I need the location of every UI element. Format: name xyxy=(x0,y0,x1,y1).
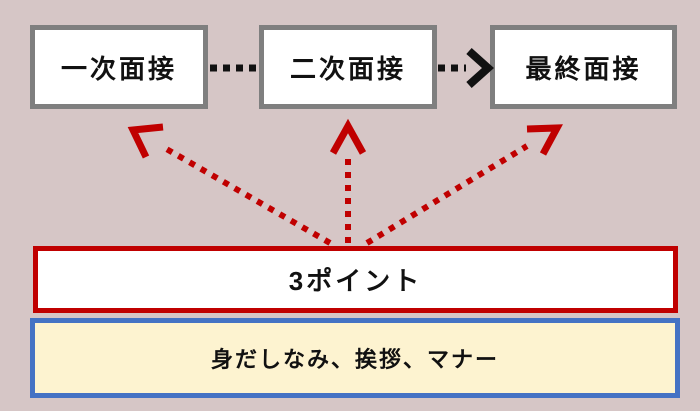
red-arrow-up-left-icon xyxy=(127,123,164,159)
step-label-second-interview: 二次面接 xyxy=(289,53,406,84)
details-box-label: 身だしなみ、挨拶、マナー xyxy=(210,347,499,372)
step-label-first-interview: 一次面接 xyxy=(60,53,177,84)
red-dotted-arrow-right-line xyxy=(365,143,529,246)
step-label-final-interview: 最終面接 xyxy=(525,53,642,84)
step-box-final-interview: 最終面接 xyxy=(490,25,677,109)
points-box: 3ポイント xyxy=(33,246,678,313)
red-dotted-arrow-left-line xyxy=(161,144,332,246)
details-box: 身だしなみ、挨拶、マナー xyxy=(30,318,680,398)
red-arrow-up-icon xyxy=(329,118,367,155)
step-box-first-interview: 一次面接 xyxy=(30,25,208,109)
points-box-label: 3ポイント xyxy=(288,266,423,296)
arrow-right-icon xyxy=(466,48,494,88)
red-arrow-up-right-icon xyxy=(526,124,563,156)
step-box-second-interview: 二次面接 xyxy=(259,25,437,109)
